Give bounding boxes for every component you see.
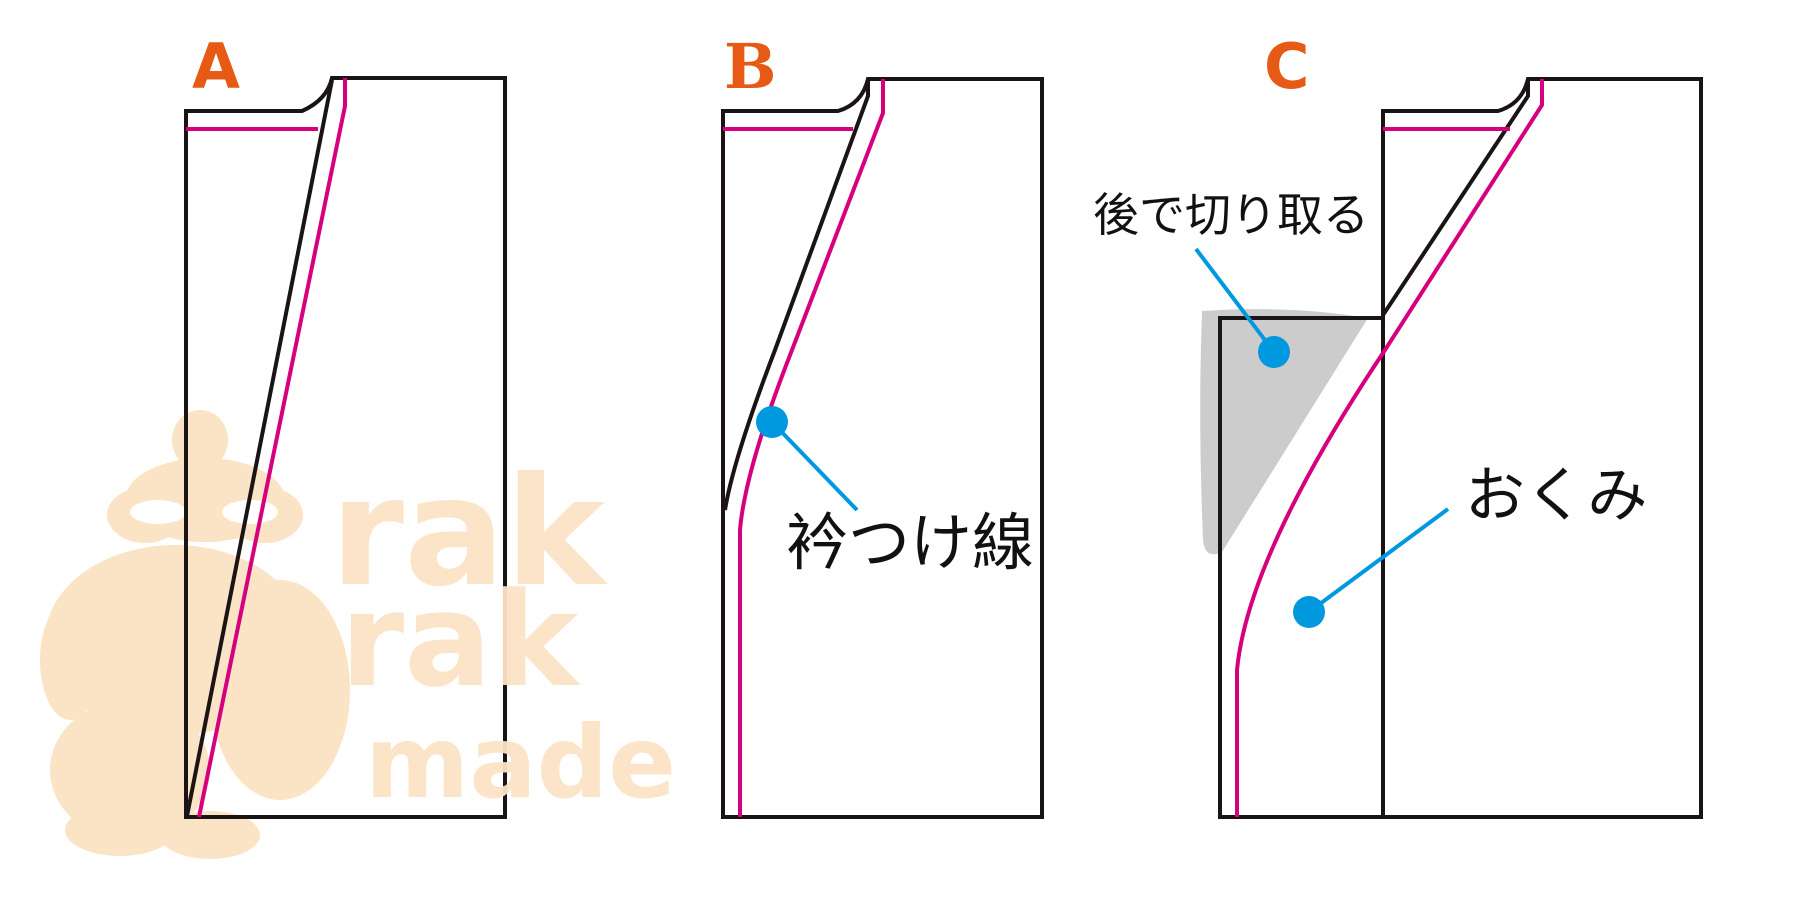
panel-b-cut-line xyxy=(723,80,870,511)
panel-b-seam-line xyxy=(738,79,885,817)
callout-dot-icon xyxy=(1258,336,1290,368)
panel-label-b: B xyxy=(724,30,777,103)
cutaway-area xyxy=(1200,309,1368,555)
panel-c xyxy=(1194,77,1703,819)
callout-dot-icon xyxy=(1293,596,1325,628)
panel-a-cut-line xyxy=(185,79,334,817)
watermark-text-rak-1: rak xyxy=(330,446,605,620)
panel-b-outline xyxy=(721,77,1044,819)
callout-leader-okumi xyxy=(1307,507,1450,614)
watermark-text-rak-2: rak xyxy=(340,564,579,716)
watermark-mascot-icon xyxy=(40,410,350,859)
panel-a-outline xyxy=(184,76,507,819)
panel-c-outline xyxy=(1381,77,1703,819)
callout-leader-cutoff xyxy=(1194,247,1276,354)
callout-dot-icon xyxy=(756,406,788,438)
annotation-okumi: おくみ xyxy=(1465,461,1648,531)
annotation-collar-line: 衿つけ線 xyxy=(786,506,1035,579)
panel-a xyxy=(184,76,507,819)
watermark-mascot-details xyxy=(130,416,278,524)
callout-leader-collar xyxy=(770,420,859,512)
watermark-text-made: made xyxy=(365,704,677,821)
panel-c-cut-line xyxy=(1381,80,1530,317)
panel-label-c: C xyxy=(1264,30,1310,103)
panel-label-a: A xyxy=(192,30,240,103)
panel-c-seam-line xyxy=(1235,79,1544,817)
panel-c-okumi-outline xyxy=(1218,316,1383,819)
panel-b xyxy=(721,77,1044,819)
panel-a-seam-line xyxy=(197,78,347,818)
annotation-cut-off-later: 後で切り取る xyxy=(1093,188,1369,242)
